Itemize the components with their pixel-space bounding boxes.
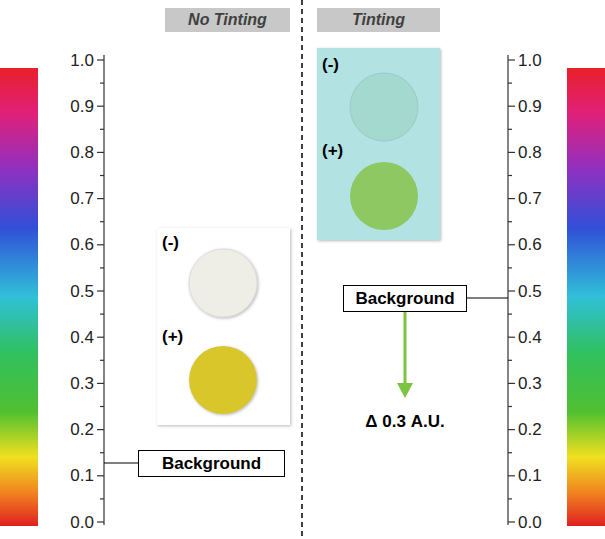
axis-value: 0.9 [518, 98, 542, 115]
tick [97, 337, 104, 338]
axis-value: 0.2 [518, 421, 542, 438]
sample-disc [350, 73, 418, 141]
tick [97, 152, 104, 153]
tick [97, 521, 104, 522]
axis-value: 1.0 [518, 52, 542, 69]
sample-disc [350, 162, 418, 230]
leader-line [104, 462, 138, 463]
shift-arrowhead [397, 383, 413, 398]
tick [508, 175, 512, 176]
tick [508, 429, 515, 430]
tick [97, 59, 104, 60]
tick [508, 152, 515, 153]
box-text: Tinting [352, 11, 405, 29]
sample-label: (-) [322, 56, 339, 73]
sample-panel [317, 48, 440, 240]
axis-value: 0.3 [518, 375, 542, 392]
tick [508, 106, 515, 107]
divider-line [301, 0, 303, 539]
tick [508, 337, 515, 338]
axis-value: 0.4 [70, 329, 94, 346]
colorbar [0, 68, 38, 526]
axis-value: 0.6 [70, 236, 94, 253]
tick [97, 106, 104, 107]
tick [100, 175, 104, 176]
tick [97, 198, 104, 199]
colorbar [567, 68, 605, 526]
axis-value: 0.4 [518, 329, 542, 346]
tick [508, 475, 515, 476]
box-text: Background [355, 289, 454, 309]
tick [97, 383, 104, 384]
tick [100, 314, 104, 315]
sample-disc [189, 346, 257, 414]
tick [508, 360, 512, 361]
tick [508, 498, 512, 499]
sample-disc [189, 249, 257, 317]
tick [100, 221, 104, 222]
box-text: Background [162, 454, 261, 474]
shift-label: Δ 0.3 A.U. [365, 413, 444, 430]
header-box: No Tinting [165, 8, 290, 32]
axis-value: 1.0 [70, 52, 94, 69]
tick [97, 290, 104, 291]
axis-value: 0.1 [70, 467, 94, 484]
tick [508, 244, 515, 245]
tick [508, 267, 512, 268]
tick [97, 475, 104, 476]
tick [508, 221, 512, 222]
tick [508, 129, 512, 130]
value-box: Background [343, 285, 467, 312]
tick [508, 290, 515, 291]
tick [100, 406, 104, 407]
leader-line [467, 297, 508, 298]
axis-value: 0.8 [518, 144, 542, 161]
axis-value: 0.7 [518, 190, 542, 207]
tick [97, 244, 104, 245]
axis-value: 0.1 [518, 467, 542, 484]
sample-label: (+) [322, 142, 343, 159]
tick [508, 59, 515, 60]
sample-label: (+) [162, 328, 183, 345]
axis-value: 0.2 [70, 421, 94, 438]
tick [508, 521, 515, 522]
axis-value: 0.6 [518, 236, 542, 253]
axis-value: 0.0 [70, 514, 94, 531]
tick [100, 452, 104, 453]
axis-value: 0.0 [518, 514, 542, 531]
sample-label: (-) [162, 234, 179, 251]
shift-arrow [404, 312, 407, 385]
axis-line [507, 55, 508, 525]
axis-value: 0.7 [70, 190, 94, 207]
sample-panel [157, 228, 290, 425]
tick [508, 198, 515, 199]
tick-marks [97, 60, 515, 522]
tick [508, 452, 512, 453]
tick [100, 82, 104, 83]
axis-value: 0.8 [70, 144, 94, 161]
header-box: Tinting [317, 8, 440, 32]
box-text: No Tinting [188, 11, 267, 29]
axis-value: 0.5 [70, 283, 94, 300]
tick [100, 267, 104, 268]
axis-value: 0.3 [70, 375, 94, 392]
tick [100, 498, 104, 499]
value-box: Background [138, 450, 285, 477]
tick [97, 429, 104, 430]
tick [508, 383, 515, 384]
axis-value: 0.9 [70, 98, 94, 115]
tick [508, 82, 512, 83]
tick [508, 406, 512, 407]
axis-value: 0.5 [518, 283, 542, 300]
tick [100, 129, 104, 130]
tick [508, 314, 512, 315]
tick [100, 360, 104, 361]
axis-line [103, 55, 104, 525]
